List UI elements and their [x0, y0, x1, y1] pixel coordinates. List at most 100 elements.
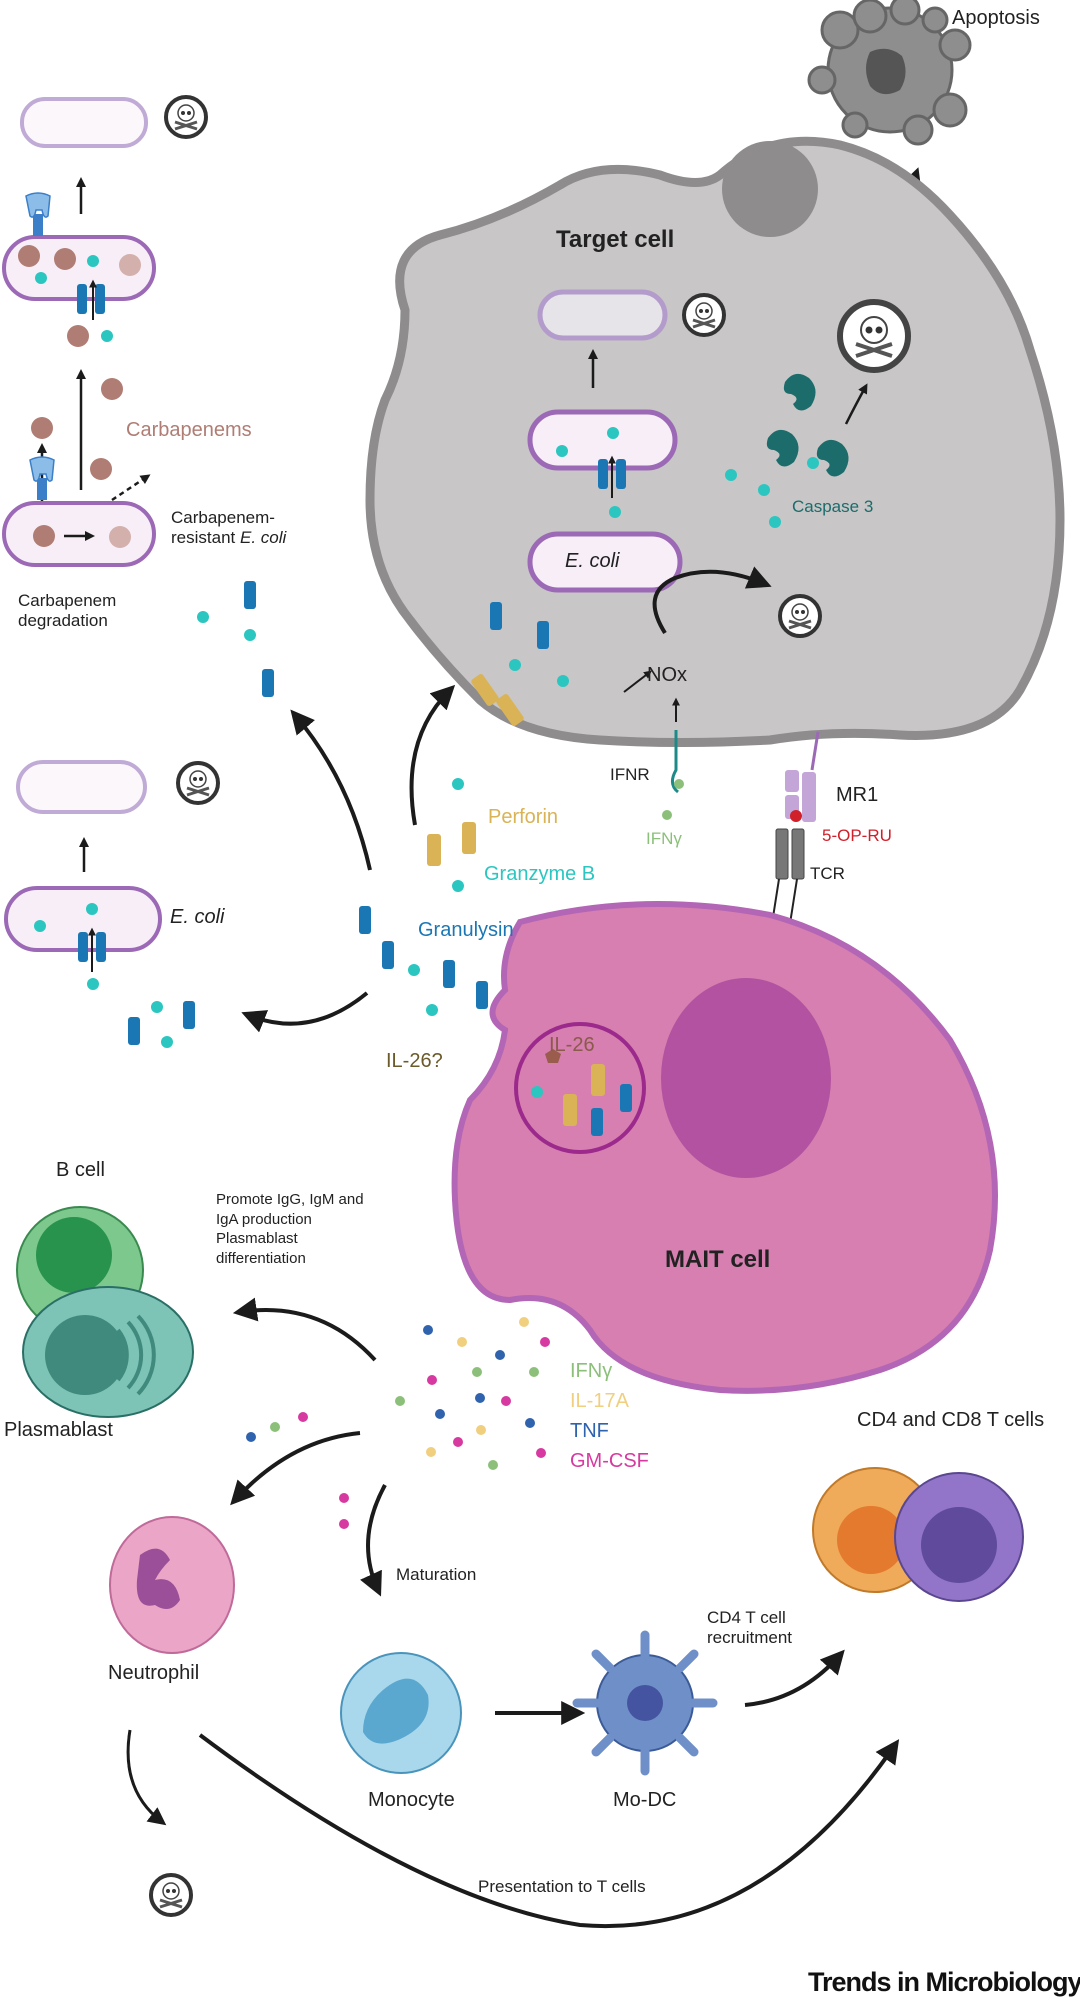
ecoli-resistant-bottom — [2, 501, 156, 567]
label-cd4-cd8: CD4 and CD8 T cells — [857, 1409, 1045, 1431]
efflux-pump-icon — [25, 192, 51, 237]
cytokine-dot — [488, 1460, 498, 1470]
caspase-icon — [816, 439, 849, 477]
granulysin-icon — [490, 602, 502, 630]
label-plasmablast: Plasmablast — [4, 1419, 113, 1441]
label-line: Promote IgG, IgM and — [216, 1191, 364, 1208]
label-mait-cell: MAIT cell — [665, 1246, 771, 1273]
label-line: Plasmablast — [216, 1230, 298, 1247]
cytokine-dot — [476, 1425, 486, 1435]
label-carbapenem-resistant: Carbapenem-resistant E. coli — [171, 508, 286, 549]
5-op-ru-ligand — [790, 810, 802, 822]
granulysin-icon — [591, 1108, 603, 1136]
cytokine-dot — [529, 1367, 539, 1377]
plasmablast — [22, 1286, 194, 1418]
journal-footer: Trends in Microbiology — [808, 1967, 1080, 1997]
cytokine-dot — [426, 1447, 436, 1457]
arrow-neutrophil-death — [126, 1729, 167, 1826]
mo-dc — [572, 1630, 718, 1776]
label-mo-dc: Mo-DC — [613, 1789, 677, 1811]
label-line: resistant — [171, 528, 236, 548]
arrow-to-ecoli — [241, 991, 369, 1033]
label-line: CD4 T cell — [707, 1608, 786, 1627]
cytokine-cloud — [395, 1317, 550, 1470]
label-line: differentiation — [216, 1249, 306, 1267]
arrow-to-target-cell — [409, 684, 456, 826]
skull-icon — [164, 95, 208, 139]
mait-granule — [514, 1022, 646, 1154]
cytokine-dot — [435, 1409, 445, 1419]
label-line: Carbapenem- — [171, 508, 275, 527]
arrow-presentation — [198, 1733, 900, 1928]
label-ifng: IFNγ — [646, 829, 682, 848]
granulysin-icon — [359, 906, 371, 934]
granulysin-icon — [128, 1017, 140, 1045]
label-perforin: Perforin — [488, 806, 559, 828]
label-line: recruitment — [707, 1628, 793, 1648]
arrow-to-b-cell — [232, 1297, 377, 1362]
arrow-to-neutrophil — [230, 1431, 361, 1506]
cytokine-dot — [472, 1367, 482, 1377]
cytokine-dot — [519, 1317, 529, 1327]
granulysin-icon — [244, 581, 256, 609]
label-granzyme-b: Granzyme B — [484, 863, 596, 885]
dead-ecoli-top — [20, 97, 148, 148]
cytokine-legend-item: TNF — [570, 1420, 609, 1442]
perforin-icon — [591, 1064, 605, 1096]
ecoli-target — [527, 531, 683, 593]
label-b-cell: B cell — [56, 1159, 105, 1181]
granulysin-icon — [443, 960, 455, 988]
neutrophil — [109, 1516, 235, 1654]
perforin-icon — [427, 834, 441, 866]
cytokine-legend-item: IL-17A — [570, 1390, 629, 1412]
label-line: Carbapenem — [18, 591, 117, 610]
cytokine-dot — [457, 1337, 467, 1347]
target-cell-nucleus — [722, 141, 818, 237]
arrow-nox-killing — [652, 566, 772, 635]
cytokine-legend-item: GM-CSF — [570, 1450, 649, 1472]
cytokine-dot — [501, 1396, 511, 1406]
perforin-icon — [563, 1094, 577, 1126]
granulysin-icon — [537, 621, 549, 649]
ifnr-receptor — [671, 730, 680, 794]
skull-icon — [149, 1873, 193, 1917]
monocyte — [340, 1652, 462, 1774]
caspase-icon — [783, 373, 816, 411]
skull-icon — [682, 293, 726, 337]
apoptotic-cell — [807, 0, 972, 146]
caspase-icon — [766, 429, 799, 467]
cytokine-dot — [536, 1448, 546, 1458]
label-5-op-ru: 5-OP-RU — [822, 826, 892, 845]
cytokine-dot — [427, 1375, 437, 1385]
label-tcr: TCR — [810, 864, 845, 883]
arrow-to-monocyte — [360, 1484, 387, 1597]
granulysin-icon — [476, 981, 488, 1009]
cytokine-dot — [423, 1325, 433, 1335]
skull-icon — [176, 761, 220, 805]
cytokine-legend-item: IFNγ — [570, 1360, 613, 1382]
label-target-cell: Target cell — [556, 226, 675, 253]
target-cell-body — [365, 136, 1065, 747]
granulysin-icon — [382, 941, 394, 969]
label-presentation: Presentation to T cells — [478, 1877, 646, 1896]
label-line: IgA production — [216, 1210, 312, 1228]
cytokine-dot — [525, 1418, 535, 1428]
cytokine-dot — [395, 1396, 405, 1406]
label-nox: NOx — [647, 664, 687, 686]
label-mr1: MR1 — [836, 784, 879, 806]
label-granulysin: Granulysin — [418, 919, 514, 941]
dead-ecoli-target — [537, 289, 668, 341]
label-line: degradation — [18, 611, 108, 631]
label-ecoli-in-cell: E. coli — [565, 550, 620, 572]
label-maturation: Maturation — [396, 1565, 477, 1584]
label-il26: IL-26 — [549, 1034, 595, 1056]
cytokine-dot — [495, 1350, 505, 1360]
arrow-to-resistant-ecoli — [290, 709, 372, 871]
skull-icon — [778, 594, 822, 638]
label-neutrophil: Neutrophil — [108, 1662, 200, 1684]
perforin-icon — [462, 822, 476, 854]
